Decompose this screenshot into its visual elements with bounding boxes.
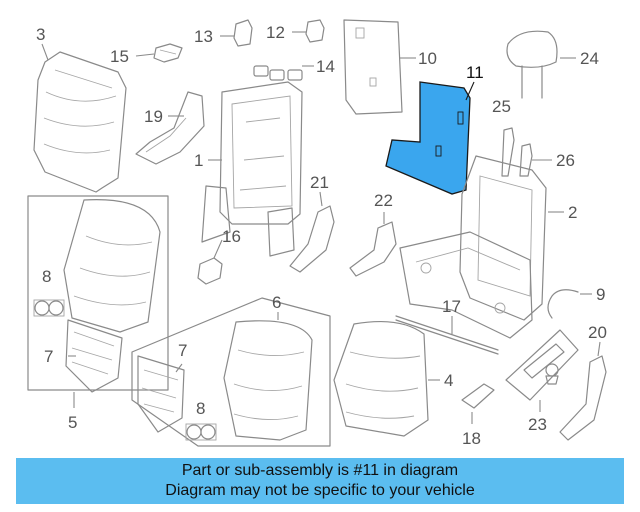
part-17-rod xyxy=(395,315,499,355)
part-26-guide-sleeve xyxy=(519,143,533,177)
callout-4: 4 xyxy=(444,371,453,390)
callout-5: 5 xyxy=(68,413,77,432)
part-1-seatback-frame xyxy=(201,81,303,257)
part-9-cable xyxy=(547,289,579,319)
callout-19: 19 xyxy=(144,107,163,126)
part-19-hinge-cover xyxy=(135,91,205,165)
callout-3: 3 xyxy=(36,25,45,44)
banner-line-disclaimer: Diagram may not be specific to your vehi… xyxy=(165,482,475,499)
callout-26: 26 xyxy=(556,151,575,170)
part-18-handle xyxy=(461,383,495,409)
callout-12: 12 xyxy=(266,23,285,42)
part-20-trim xyxy=(559,355,607,441)
part-3-seatback-cushion xyxy=(33,51,127,193)
callout-7-left: 7 xyxy=(44,347,53,366)
part-15-clip xyxy=(153,43,183,63)
part-4-seat-cushion xyxy=(333,320,429,437)
callout-22: 22 xyxy=(374,191,393,210)
callout-25: 25 xyxy=(492,97,511,116)
callout-7-center: 7 xyxy=(178,341,187,360)
callout-14: 14 xyxy=(316,57,335,76)
callout-8-center: 8 xyxy=(196,399,205,418)
callout-11-highlighted: 11 xyxy=(466,63,484,82)
banner-line-part: Part or sub-assembly is #11 in diagram xyxy=(181,462,459,479)
part-10-back-panel xyxy=(343,19,403,115)
callout-labels: 3 15 13 12 14 10 11 24 19 25 26 1 21 22 … xyxy=(36,23,607,448)
callout-16: 16 xyxy=(222,227,241,246)
callout-2: 2 xyxy=(568,203,577,222)
callout-1: 1 xyxy=(194,151,203,170)
callout-10: 10 xyxy=(418,49,437,68)
callout-17: 17 xyxy=(442,297,461,316)
info-banner: Part or sub-assembly is #11 in diagram D… xyxy=(16,458,624,504)
callout-6: 6 xyxy=(272,293,281,312)
callout-9: 9 xyxy=(596,285,605,304)
callout-15: 15 xyxy=(110,47,129,66)
part-23-group xyxy=(505,329,579,401)
part-21-trim xyxy=(289,205,335,273)
part-2-seat-frame xyxy=(399,155,547,339)
part-22-trim xyxy=(349,221,397,277)
callout-24: 24 xyxy=(580,49,599,68)
part-5-group-box xyxy=(27,195,169,393)
part-12-trim-cap xyxy=(305,19,325,43)
callout-20: 20 xyxy=(588,323,607,342)
callout-8-left: 8 xyxy=(42,267,51,286)
callout-13: 13 xyxy=(194,27,213,46)
part-25-guide-sleeve xyxy=(501,127,515,177)
part-6-group-box xyxy=(131,297,331,447)
part-24-headrest xyxy=(506,30,558,99)
part-16-knob xyxy=(197,257,223,285)
callout-21: 21 xyxy=(310,173,329,192)
callout-23: 23 xyxy=(528,415,547,434)
part-13-trim-cap xyxy=(233,19,253,47)
callout-18: 18 xyxy=(462,429,481,448)
part-11-highlighted-panel xyxy=(385,81,471,195)
part-14-guides xyxy=(253,65,303,81)
